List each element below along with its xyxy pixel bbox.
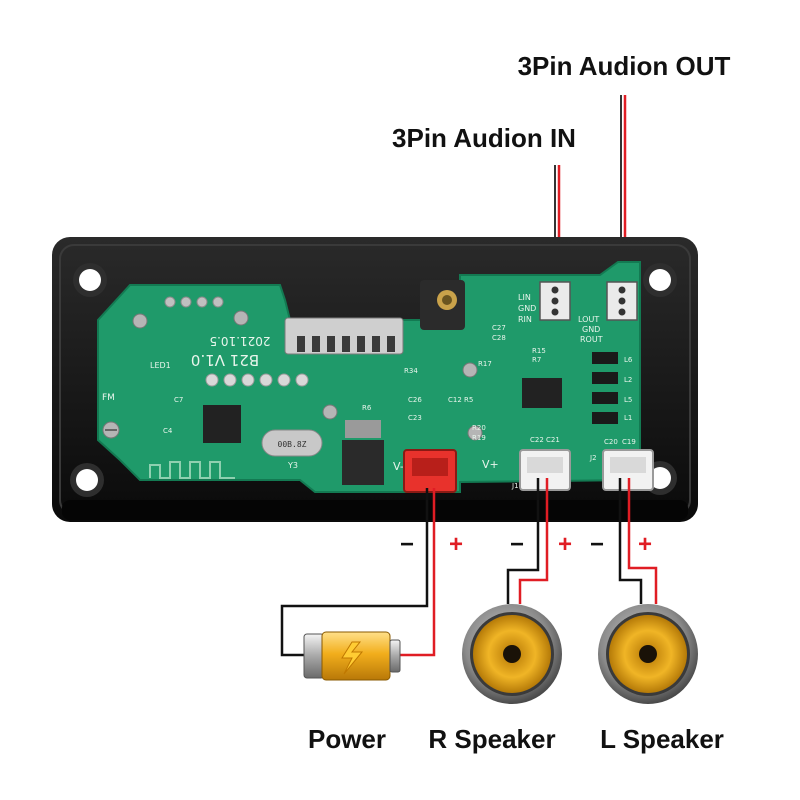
part-label: R20: [472, 424, 486, 432]
l-speaker-label: L Speaker: [600, 724, 724, 754]
l-speaker-icon: [598, 604, 698, 704]
board-version: B21 V1.0: [191, 351, 259, 369]
r-minus-sign: −: [510, 531, 524, 558]
pin-in-1: LIN: [518, 293, 531, 302]
power-minus-silk: V-: [393, 460, 404, 473]
part-label: C28: [492, 334, 506, 342]
part-label: C20: [604, 438, 618, 446]
part-label: R15: [532, 347, 546, 355]
part-label: R6: [362, 404, 372, 412]
mount-hole-icon: [70, 463, 104, 497]
pin-in-3: RIN: [518, 315, 532, 324]
crystal-label: Y3: [287, 461, 298, 470]
l-speaker-wires: [618, 478, 658, 604]
part-label: R34: [404, 367, 418, 375]
part-label: L1: [624, 414, 632, 422]
r-speaker-connector: [519, 449, 571, 491]
part-label: L2: [624, 376, 632, 384]
crystal-marking: 00B.8Z: [278, 440, 307, 449]
part-label: C26: [408, 396, 422, 404]
screw-icon: [102, 421, 120, 439]
led-label: LED1: [150, 361, 171, 370]
power-minus-sign: −: [400, 531, 414, 558]
mount-hole-icon: [643, 263, 677, 297]
part-label: R17: [478, 360, 492, 368]
power-label: Power: [308, 724, 386, 754]
polarity-marks: − + − + − +: [400, 531, 652, 558]
r-speaker-wires: [506, 478, 549, 604]
power-plus-silk: V+: [482, 458, 499, 471]
screw-icon: [467, 425, 483, 441]
l-plus-sign: +: [638, 531, 652, 558]
screw-icon: [132, 313, 148, 329]
pin-out-1: LOUT: [578, 315, 599, 324]
power-plus-sign: +: [449, 531, 463, 558]
r-speaker-icon: [462, 604, 562, 704]
part-label: C21: [546, 436, 560, 444]
screw-icon: [462, 362, 478, 378]
power-connector: [403, 449, 457, 493]
audio-in-header: [539, 281, 571, 321]
part-label: R5: [464, 396, 473, 404]
audio-in-label: 3Pin Audion IN: [392, 123, 576, 153]
l-minus-sign: −: [590, 531, 604, 558]
part-label: R19: [472, 434, 486, 442]
power-wires: [280, 488, 436, 657]
part-label: C27: [492, 324, 506, 332]
pin-out-3: ROUT: [580, 335, 603, 344]
r-plus-sign: +: [558, 531, 572, 558]
part-label: C4: [163, 427, 173, 435]
jack-l-label: J2: [589, 454, 597, 462]
r-speaker-label: R Speaker: [428, 724, 555, 754]
part-label: C19: [622, 438, 636, 446]
mount-hole-icon: [73, 263, 107, 297]
board-date: 2021.10.5: [209, 334, 270, 348]
part-label: C7: [174, 396, 183, 404]
part-label: C12: [448, 396, 462, 404]
jack-r-label: J1: [511, 482, 519, 490]
battery-icon: [303, 631, 401, 681]
fm-label: FM: [102, 393, 115, 403]
part-label: L6: [624, 356, 633, 364]
pin-out-2: GND: [582, 325, 600, 334]
part-label: C22: [530, 436, 544, 444]
part-label: C23: [408, 414, 422, 422]
part-label: R7: [532, 356, 541, 364]
pin-in-2: GND: [518, 304, 536, 313]
screw-icon: [322, 404, 338, 420]
audio-out-header: [606, 281, 638, 321]
part-label: L5: [624, 396, 632, 404]
screw-icon: [233, 310, 249, 326]
audio-out-label: 3Pin Audion OUT: [518, 51, 731, 81]
pcb-board: B21 V1.0 2021.10.5 FM LED1 Y3 00B.8Z LIN…: [97, 261, 654, 493]
